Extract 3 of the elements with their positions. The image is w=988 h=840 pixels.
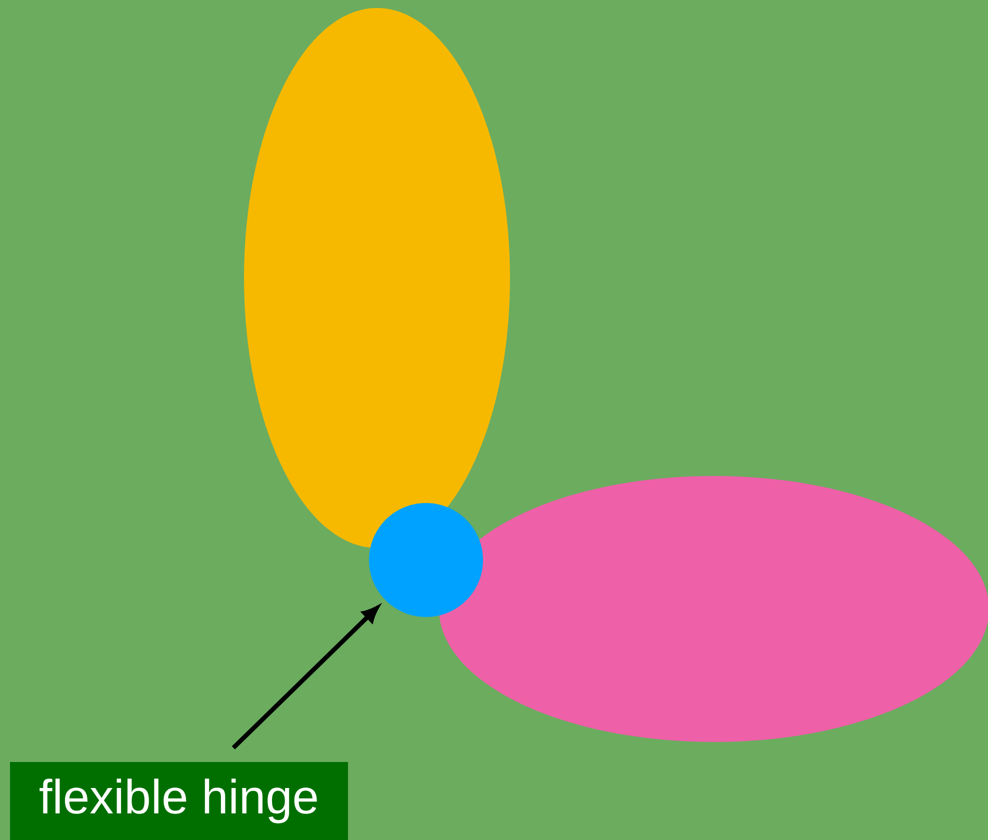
hinge-circle [369, 502, 483, 617]
label-box: flexible hinge [10, 762, 348, 840]
ellipse-shape [244, 8, 510, 548]
